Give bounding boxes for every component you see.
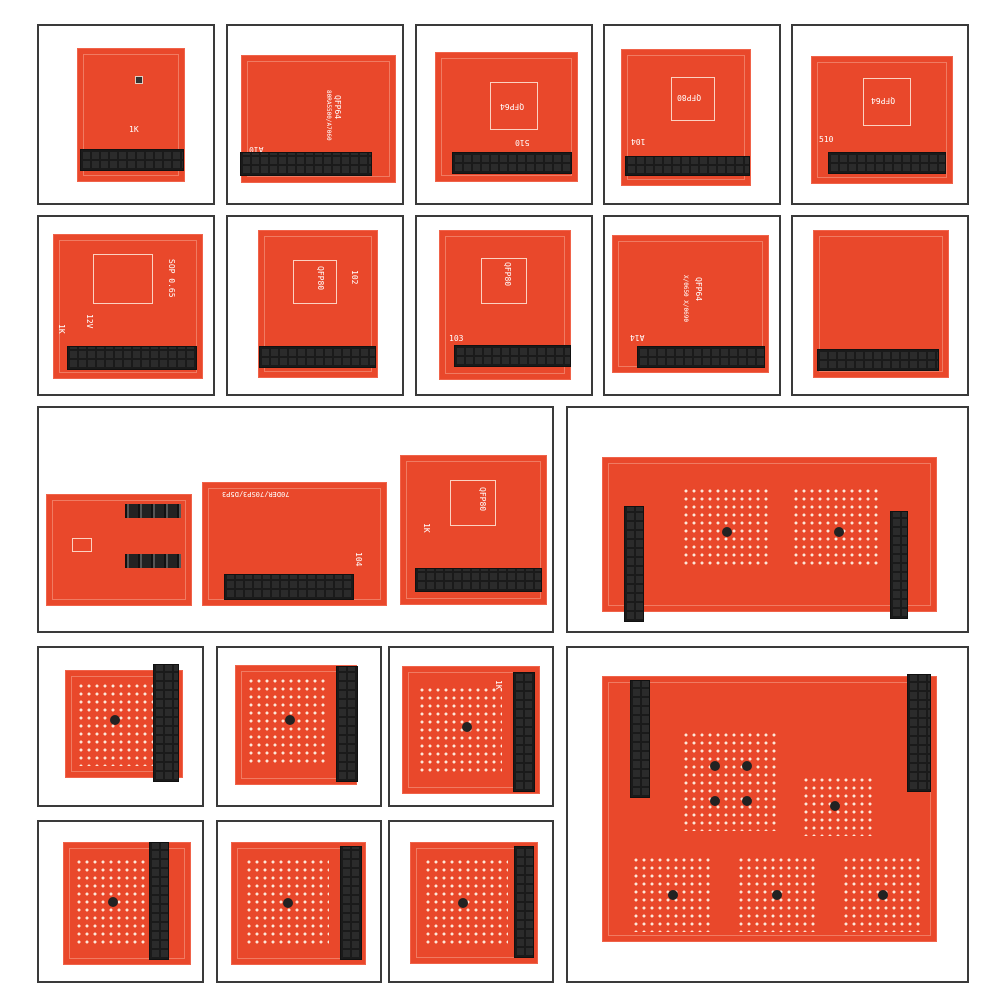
product-photo-frame-5: QFP64 510: [791, 24, 969, 205]
pin-header: [125, 504, 181, 518]
product-photo-frame-10: [791, 215, 969, 396]
mount-hole: [742, 761, 752, 771]
adapter-board: [235, 665, 357, 785]
product-photo-frame-19: [388, 820, 554, 983]
product-photo-frame-1: 1K: [37, 24, 215, 205]
product-photo-frame-4: QFP80 104: [603, 24, 781, 205]
pin-header-connector: [415, 568, 542, 592]
mount-hole: [458, 898, 468, 908]
qfp-footprint: [293, 260, 337, 304]
mount-hole: [722, 527, 732, 537]
product-photo-frame-12: [566, 406, 969, 633]
adapter-board: [602, 676, 937, 942]
silk-label: 1K: [129, 125, 139, 134]
pin-header-connector: [513, 672, 535, 792]
silk-label: 104: [354, 552, 363, 567]
mount-hole: [668, 890, 678, 900]
qfp-footprint: [481, 258, 527, 304]
product-photo-frame-7: QFP80 102: [226, 215, 404, 396]
silk-label: X/0650 X/0690: [682, 275, 689, 322]
qfp-footprint: [671, 77, 715, 121]
pin-header-connector: [336, 666, 358, 782]
product-photo-frame-11: 70DER/70SP3/D5P3 104 QFP80 1K: [37, 406, 554, 633]
pin-header-connector: [153, 664, 179, 782]
qfp-footprint: [490, 82, 538, 130]
pin-header: [125, 554, 181, 568]
silk-label: QFP80: [316, 266, 325, 291]
silk-label: SOP 0.65: [167, 259, 176, 298]
pin-header-connector: [452, 152, 572, 174]
pin-header-connector: [67, 346, 197, 370]
silk-label: 510: [819, 135, 834, 144]
silk-label: 80RA5500/A7060: [325, 90, 332, 141]
mount-hole: [283, 898, 293, 908]
mount-hole: [830, 801, 840, 811]
product-photo-frame-15: 1K: [388, 646, 554, 807]
silk-label: 103: [449, 334, 464, 343]
pin-header-connector: [817, 349, 939, 371]
product-photo-frame-6: SOP 0.65 12V 1K: [37, 215, 215, 396]
pin-header-connector: [454, 345, 571, 367]
silk-label: QFP80: [677, 93, 702, 102]
silk-label: QFP64: [694, 277, 703, 302]
product-photo-frame-2: QFP64 80RA5500/A7060 A10: [226, 24, 404, 205]
product-photo-frame-18: [216, 820, 382, 983]
silk-label: 12V: [85, 314, 94, 329]
mount-hole: [285, 715, 295, 725]
pin-header-connector: [149, 842, 169, 960]
pin-header-connector: [514, 846, 534, 958]
qfp-footprint: [863, 78, 911, 126]
mount-hole: [110, 715, 120, 725]
mount-hole: [772, 890, 782, 900]
pin-header-connector: [907, 674, 931, 792]
qfp-footprint: [450, 480, 496, 526]
silk-label: 70DER/70SP3/D5P3: [222, 490, 290, 498]
silk-label: QFP80: [503, 262, 512, 287]
silk-label: QFP64: [500, 102, 525, 111]
mount-hole: [742, 796, 752, 806]
silk-label: A14: [630, 333, 645, 342]
silk-label: QFP64: [871, 96, 896, 105]
mount-hole: [710, 796, 720, 806]
pin-header-connector: [890, 511, 908, 619]
silk-label: 1K: [494, 680, 503, 690]
silk-label: 1K: [422, 523, 431, 533]
product-photo-frame-17: [37, 820, 204, 983]
socket-holes: [682, 731, 778, 831]
pin-header-connector: [828, 152, 946, 174]
sop-footprint: [93, 254, 153, 304]
silk-label: QFP80: [478, 487, 487, 512]
silk-label: 102: [350, 270, 359, 285]
mount-hole: [834, 527, 844, 537]
product-photo-frame-14: [216, 646, 382, 807]
mount-hole: [462, 722, 472, 732]
product-photo-frame-3: QFP64 510: [415, 24, 593, 205]
silk-label: 510: [515, 138, 530, 147]
product-photo-frame-9: QFP64 X/0650 X/0690 A14: [603, 215, 781, 396]
pin-header-connector: [340, 846, 362, 960]
adapter-board: [602, 457, 937, 612]
product-photo-frame-8: QFP80 103: [415, 215, 593, 396]
pin-header-connector: [259, 346, 376, 368]
pin-header-connector: [80, 149, 184, 171]
smd-component: [72, 538, 92, 552]
mount-hole: [878, 890, 888, 900]
socket-holes: [418, 686, 502, 776]
pin-header-connector: [240, 152, 372, 176]
pin-header-connector: [637, 346, 765, 368]
silk-label: 104: [631, 137, 646, 146]
pin-header-connector: [624, 506, 644, 622]
pin-header-connector: [630, 680, 650, 798]
adapter-board: [63, 842, 191, 965]
silk-label: QFP64: [333, 95, 342, 120]
product-photo-frame-13: [37, 646, 204, 807]
smd-component: [135, 76, 143, 84]
mount-hole: [710, 761, 720, 771]
product-photo-frame-16: [566, 646, 969, 983]
silk-label: 1K: [57, 324, 66, 334]
mount-hole: [108, 897, 118, 907]
pin-header-connector: [224, 574, 354, 600]
pin-header-connector: [625, 156, 750, 176]
